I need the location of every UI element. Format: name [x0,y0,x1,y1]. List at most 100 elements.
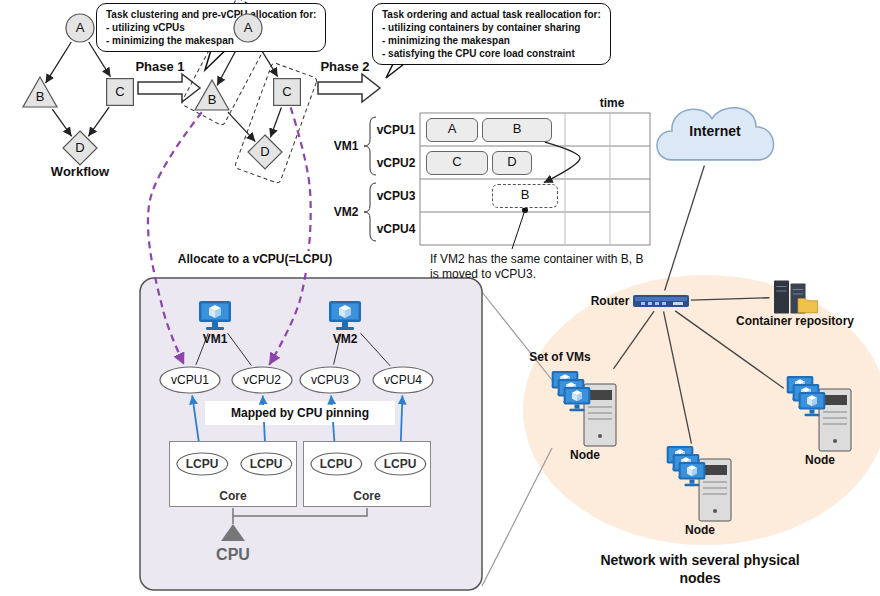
moved-task: B [492,184,558,208]
task-circle: A [233,13,263,43]
node-text: - minimizing the makespan [106,34,234,47]
node-text: C [282,84,291,100]
lcpu-ellipse: LCPU [310,452,363,476]
server-node: Node [550,370,620,463]
core-box: Core LCPU LCPU [303,441,431,507]
node-text: Internet [689,123,740,141]
vcpu-label: vCPU3 [377,189,416,204]
node-text: Task ordering and actual task reallocati… [382,8,601,21]
node-text: B [208,92,217,108]
router-icon: Router [591,292,690,310]
bracket [364,117,376,175]
gantt-task: A [426,118,478,142]
cpu-logo-text: CPU [216,545,250,565]
node-text: LCPU [320,457,353,472]
cpu-symbol [221,524,245,541]
task-circle: A [65,13,95,43]
node-text: D [260,144,269,160]
allocation-label: Allocate to a vCPU(=LCPU) [174,251,336,268]
vcpu-ellipse: vCPU2 [231,366,293,394]
vm-label: VM1 [334,139,359,154]
node-text: VM1 [203,332,228,347]
server-node-graphic [550,370,620,448]
network-link [665,165,705,290]
caption: Network with several physical nodes [600,552,800,587]
phase-label: Phase 2 [320,59,369,75]
dependency-arrow [270,107,281,137]
dependency-arrow [228,112,255,141]
vm-icon-graphic [197,300,233,332]
vm-vcpu-link [361,333,391,366]
node-text: Core [353,489,380,504]
phase-arrow [318,74,380,102]
server-node: Node [785,375,855,468]
server-node-graphic [665,445,735,523]
lcpu-ellipse: LCPU [374,452,427,476]
node-text: Core [219,489,246,504]
callout-box: Task ordering and actual task reallocati… [372,3,611,65]
core-box: CoreLCPULCPU [169,441,297,507]
cluster-box [234,62,317,184]
node-text: vCPU3 [311,373,349,388]
task-square: C [273,78,301,106]
task-square: C [106,78,134,106]
vm-icon-graphic [327,300,363,332]
leader-dot [522,207,528,213]
router-icon-graphic [633,292,689,310]
node-text: C [115,84,124,100]
node-text: Node [685,523,715,538]
node-text: - utilizing vCPUs [106,21,185,34]
dependency-arrow [46,42,72,83]
server-node-graphic [785,375,855,453]
pinning-band [205,401,395,425]
cpu-bracket [233,508,367,524]
task-diamond: D [247,134,283,170]
phase-arrow [138,74,200,102]
lcpu-ellipse: LCPU [176,452,229,476]
vcpu-ellipse: vCPU4 [372,366,434,394]
network-region [523,275,880,545]
vm-vcpu-link [228,333,252,365]
node-text: LCPU [186,457,219,472]
dependency-arrow [88,107,109,136]
vm-icon: VM2 [327,300,363,347]
vcpu-label: vCPU1 [377,123,416,138]
phase-label: Phase 1 [135,59,184,75]
node-text: D [507,154,516,170]
reallocation-arrow [544,142,580,183]
vcpu-label: vCPU4 [377,222,416,237]
gantt-task: B [482,118,552,142]
vcpu-ellipse: vCPU1 [159,366,221,394]
vm-icon: VM1 [197,300,233,347]
dependency-arrow [52,109,71,136]
node-text: VM2 [333,332,358,347]
task-diamond: D [62,130,98,166]
node-text: B [521,187,530,203]
figure-label: Workflow [51,164,109,180]
node-text: C [452,154,461,170]
network-link [691,298,770,300]
node-text: - utilizing containers by container shar… [382,21,580,34]
node-text: A [244,20,253,36]
node-text: - minimizing the makespan [382,34,510,47]
allocation-arrow [148,112,202,365]
node-text: vCPU1 [171,373,209,388]
callout-box: Task clustering and pre-vCPU allocation … [96,3,326,52]
network-link [664,311,692,443]
node-text: D [75,140,84,156]
vcpu-label: vCPU2 [377,156,416,171]
pinning-label: Mapped by CPU pinning [227,405,373,422]
node-text: B [36,89,45,105]
task-triangle: B [22,76,58,108]
node-text: Node [570,448,600,463]
note: If VM2 has the same container with B, B … [430,252,645,282]
node-text: vCPU4 [384,373,422,388]
leader-line [512,213,524,249]
zoom-line [482,448,552,586]
axis-label: time [600,96,625,111]
node-text: Container repository [736,314,854,329]
node-text: LCPU [384,457,417,472]
zoom-line [482,292,552,380]
